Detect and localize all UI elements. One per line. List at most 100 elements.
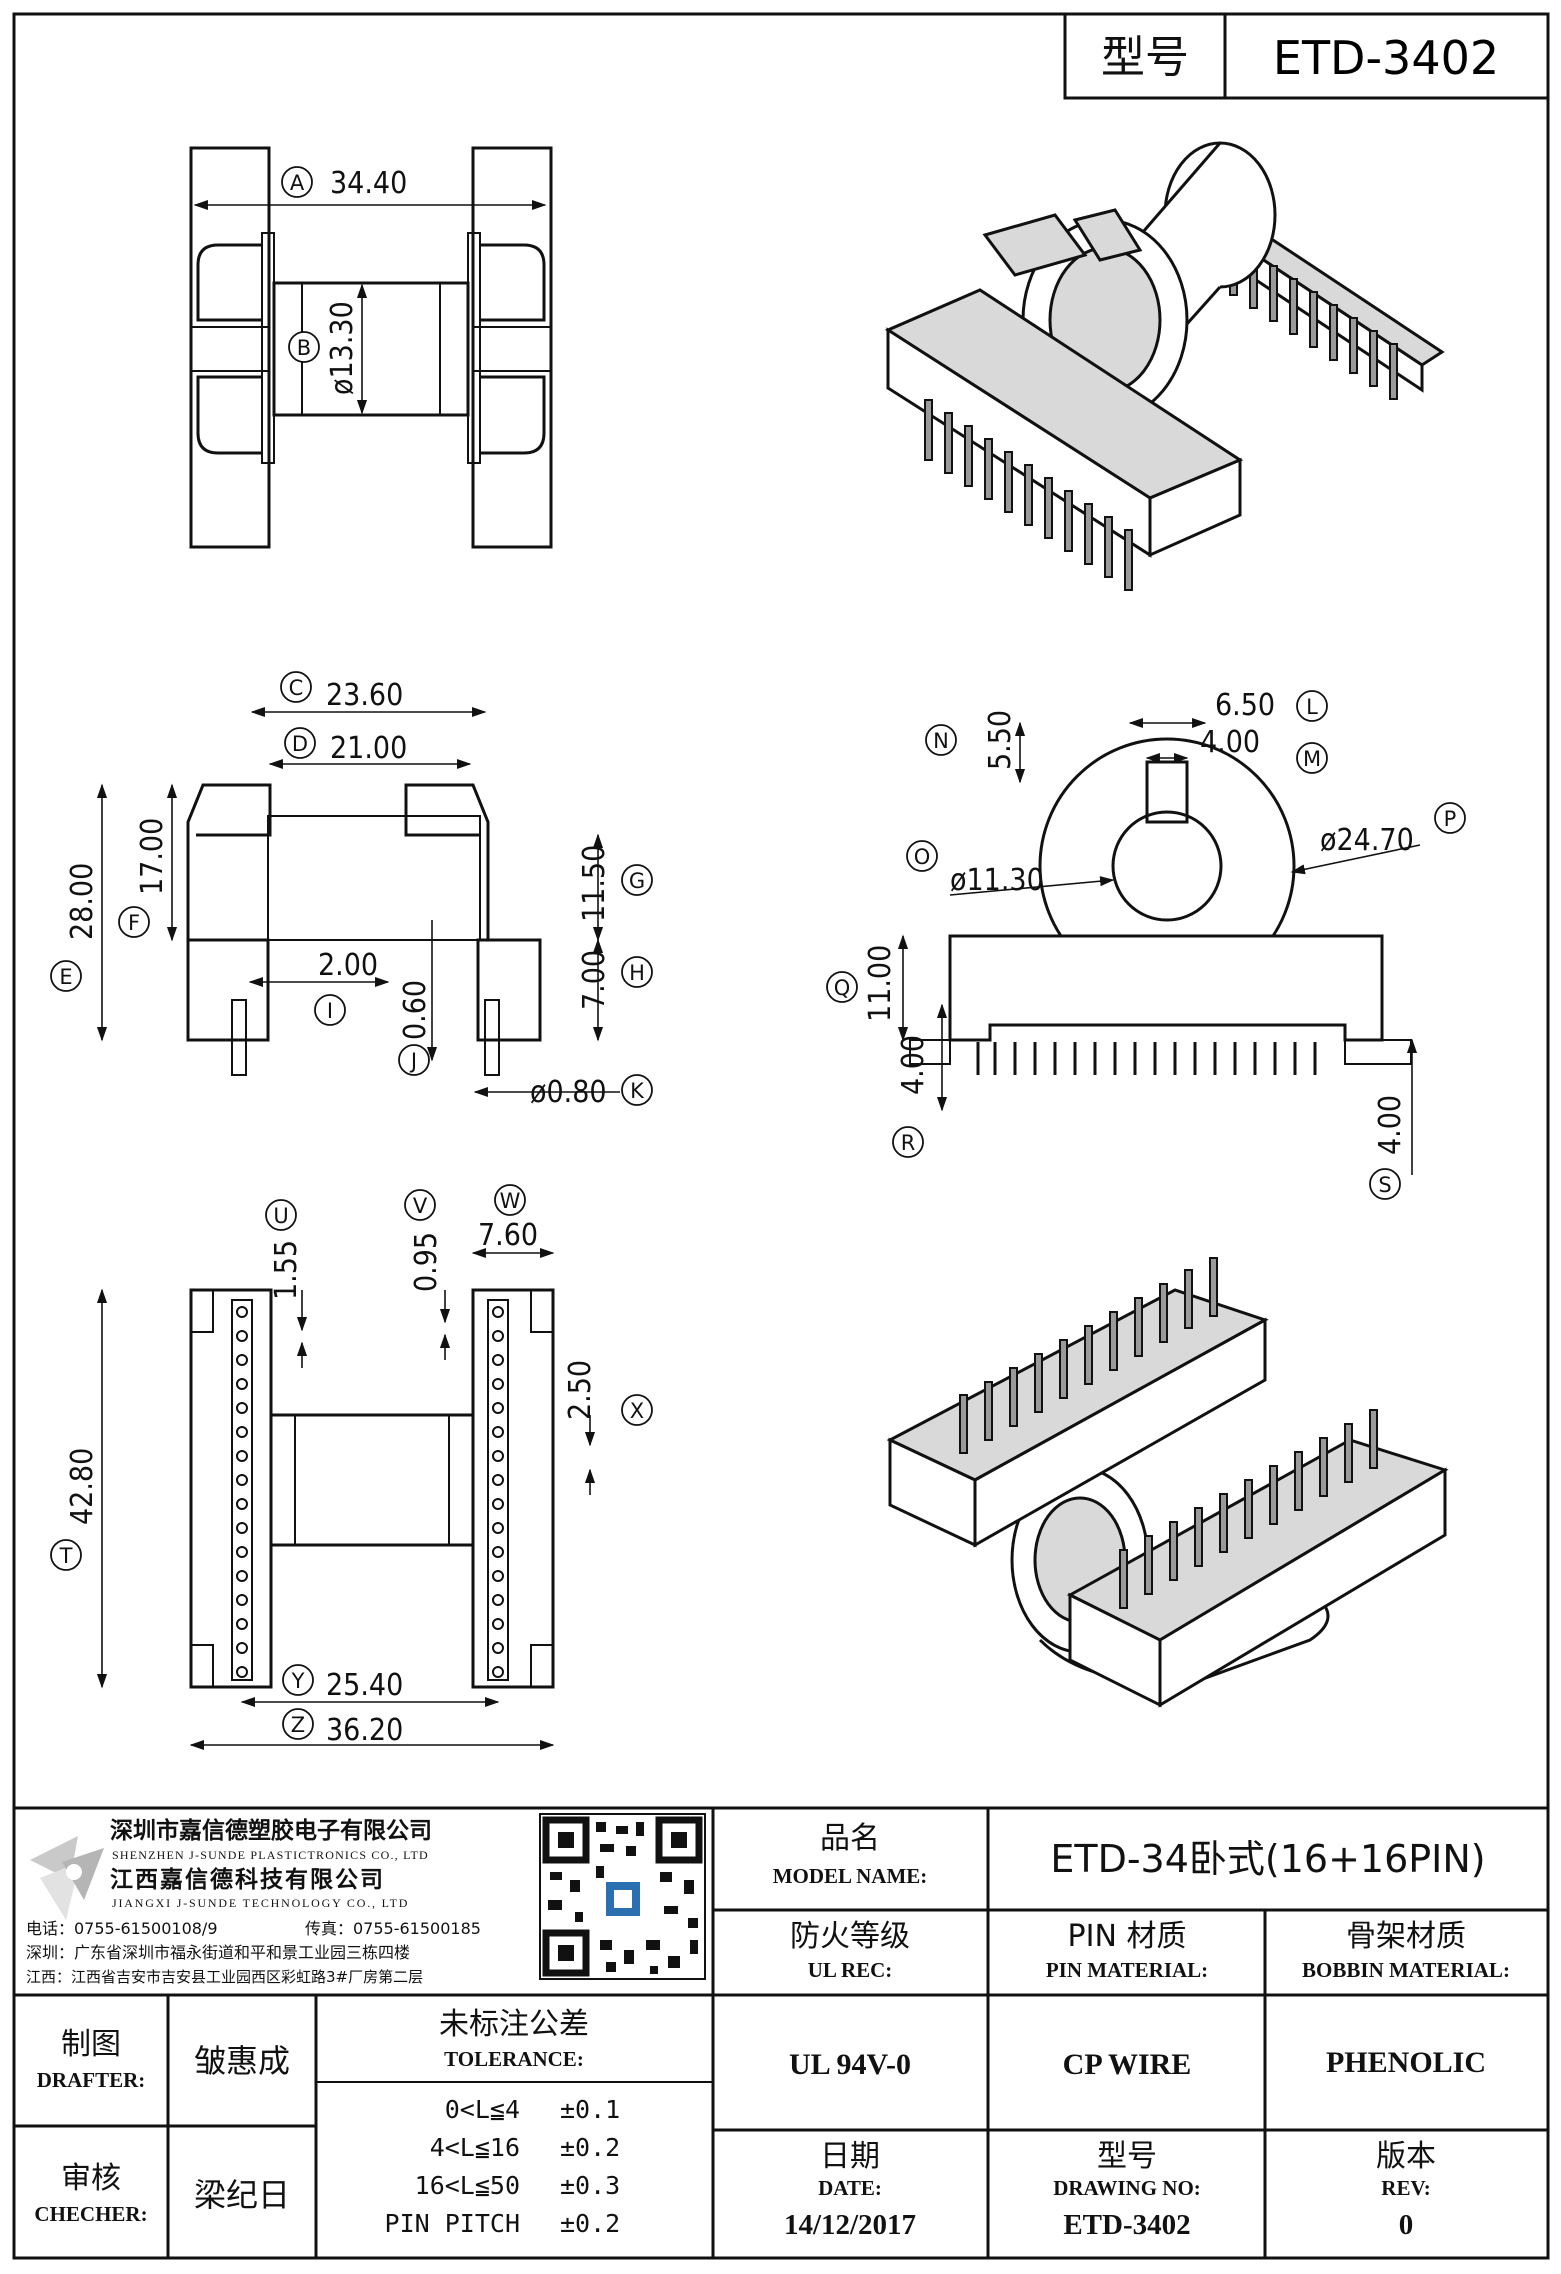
isometric-view-top (884, 141, 1445, 591)
dim-g-letter: G (629, 869, 645, 893)
dim-h-value: 7.00 (577, 950, 612, 1010)
ul-rec-value: UL 94V-0 (789, 2048, 911, 2081)
tolerance-range-2: 16<L≦50 (415, 2171, 520, 2200)
top-view: A 34.40 B ø13.30 (189, 146, 553, 549)
dim-o-letter: O (914, 845, 931, 869)
dim-o-value: ø11.30 (950, 863, 1044, 898)
sheet-border (12, 12, 1550, 2260)
company-name-jx-en: JIANGXI J-SUNDE TECHNOLOGY CO., LTD (112, 1896, 409, 1910)
dim-x-letter: X (630, 1399, 644, 1423)
dim-c-value: 23.60 (326, 678, 403, 713)
dim-s-letter: S (1378, 1173, 1391, 1197)
qr-code (539, 1813, 706, 1980)
rev-value: 0 (1399, 2209, 1414, 2241)
company-name-sz: 深圳市嘉信德塑胶电子有限公司 (110, 1817, 432, 1844)
checker-zh: 审核 (61, 2161, 121, 2196)
tolerance-range-3: PIN PITCH (385, 2209, 520, 2238)
drawing-no-zh: 型号 (1097, 2139, 1157, 2174)
dim-v-letter: V (413, 1194, 428, 1218)
rev-en: REV: (1381, 2176, 1430, 2200)
dim-n-letter: N (933, 729, 949, 753)
tolerance-value-2: ±0.3 (560, 2171, 620, 2200)
dim-n-value: 5.50 (983, 710, 1018, 770)
front-view: L 6.50 M 4.00 N 5.50 O ø11.30 P ø24.70 Q… (826, 688, 1466, 1200)
ul-rec-en: UL REC: (808, 1958, 893, 1982)
dim-v-value: 0.95 (409, 1232, 444, 1292)
bobbin-material-value: PHENOLIC (1326, 2046, 1486, 2079)
dim-b-value: ø13.30 (325, 301, 360, 395)
drawing-no-en: DRAWING NO: (1053, 2176, 1201, 2200)
dim-e-letter: E (59, 965, 72, 989)
company-name-jx: 江西嘉信德科技有限公司 (110, 1866, 385, 1893)
drafter-name: 皱惠成 (194, 2042, 290, 2080)
dim-w-value: 7.60 (478, 1218, 538, 1253)
dim-z-value: 36.20 (326, 1713, 403, 1748)
header-model-box: 型号 ETD-3402 (1063, 12, 1550, 100)
dim-e-value: 28.00 (65, 863, 100, 940)
tolerance-zh: 未标注公差 (439, 2007, 589, 2042)
drafter-zh: 制图 (61, 2027, 121, 2062)
dim-w-letter: W (500, 1189, 521, 1213)
tolerance-range-0: 0<L≦4 (445, 2095, 520, 2124)
dim-k-letter: K (630, 1079, 645, 1103)
dim-y-letter: Y (291, 1669, 305, 1693)
model-name-zh: 品名 (820, 1821, 880, 1856)
dim-d-letter: D (292, 732, 308, 756)
bobbin-material-en: BOBBIN MATERIAL: (1302, 1958, 1510, 1982)
tolerance-range-1: 4<L≦16 (430, 2133, 520, 2162)
company-addr-jx: 江西：江西省吉安市吉安县工业园西区彩虹路3#厂房第二层 (26, 1968, 423, 1986)
isometric-view-bottom (886, 1257, 1449, 1708)
dim-y-value: 25.40 (326, 1668, 403, 1703)
pin-material-en: PIN MATERIAL: (1046, 1958, 1208, 1982)
dim-t-letter: T (59, 1544, 73, 1568)
dim-i-value: 2.00 (318, 948, 378, 983)
dim-p-value: ø24.70 (1320, 823, 1414, 858)
dim-c-letter: C (289, 676, 304, 700)
dim-m-value: 4.00 (1200, 725, 1260, 760)
dim-f-letter: F (128, 911, 140, 935)
model-name-value: ETD-34卧式(16+16PIN) (1050, 1837, 1485, 1881)
dim-d-value: 21.00 (330, 731, 407, 766)
pin-material-zh: PIN 材质 (1068, 1919, 1187, 1954)
dim-h-letter: H (629, 961, 645, 985)
dim-a-value: 34.40 (330, 166, 407, 201)
company-fax: 传真：0755-61500185 (305, 1919, 481, 1938)
dim-x-value: 2.50 (563, 1360, 598, 1420)
dim-j-value: 0.60 (398, 980, 433, 1040)
dim-p-letter: P (1444, 807, 1457, 831)
tolerance-value-1: ±0.2 (560, 2133, 620, 2162)
dim-s-value: 4.00 (1373, 1095, 1408, 1155)
dim-q-letter: Q (834, 976, 851, 1000)
company-tel: 电话：0755-61500108/9 (26, 1919, 218, 1938)
dim-k-value: ø0.80 (530, 1075, 607, 1110)
header-model-value: ETD-3402 (1273, 31, 1499, 85)
bottom-view: U 1.55 V 0.95 W 7.60 X 2.50 T 42.80 Y 25… (50, 1184, 653, 1751)
tolerance-en: TOLERANCE: (444, 2047, 584, 2071)
company-name-sz-en: SHENZHEN J-SUNDE PLASTICTRONICS CO., LTD (112, 1848, 429, 1862)
date-en: DATE: (818, 2176, 882, 2200)
dim-i-letter: I (327, 999, 333, 1023)
title-block: 深圳市嘉信德塑胶电子有限公司 SHENZHEN J-SUNDE PLASTICT… (14, 1806, 1548, 2258)
checker-en: CHECHER: (34, 2202, 147, 2226)
ul-rec-zh: 防火等级 (790, 1919, 910, 1954)
dim-m-letter: M (1303, 747, 1321, 771)
company-addr-sz: 深圳：广东省深圳市福永街道和平和景工业园三栋四楼 (26, 1943, 410, 1962)
date-value: 14/12/2017 (784, 2209, 916, 2241)
dim-z-letter: Z (291, 1713, 305, 1737)
tolerance-value-0: ±0.1 (560, 2095, 620, 2124)
side-view: C 23.60 D 21.00 E 28.00 F 17.00 G 11.50 … (50, 671, 653, 1110)
date-zh: 日期 (820, 2139, 880, 2174)
dim-q-value: 11.00 (863, 945, 898, 1022)
checker-name: 梁纪日 (194, 2176, 290, 2214)
dim-u-letter: U (273, 1204, 288, 1228)
drafter-en: DRAFTER: (37, 2068, 146, 2092)
dim-r-value: 4.00 (896, 1035, 931, 1095)
pin-material-value: CP WIRE (1063, 2048, 1192, 2081)
bobbin-material-zh: 骨架材质 (1346, 1919, 1466, 1954)
dim-l-letter: L (1306, 695, 1318, 719)
dim-f-value: 17.00 (135, 818, 170, 895)
drawing-no-value: ETD-3402 (1063, 2209, 1190, 2241)
model-name-en: MODEL NAME: (773, 1864, 928, 1888)
dim-b-letter: B (297, 336, 311, 360)
